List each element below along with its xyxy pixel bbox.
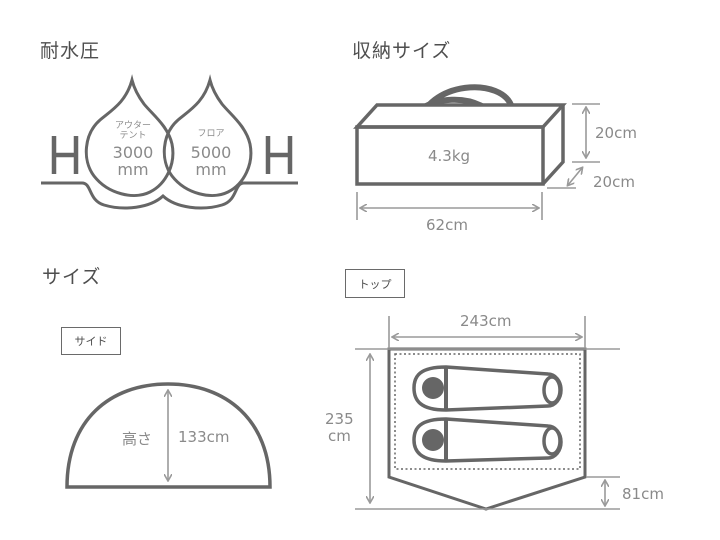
side-view-tag: サイド xyxy=(61,327,121,355)
water-drop-icon xyxy=(41,74,298,210)
sleeping-bag-icon xyxy=(412,365,563,412)
outer-tent-label-line1: アウター xyxy=(114,121,151,131)
tent-width-value: 243cm xyxy=(460,312,512,330)
size-title: サイズ xyxy=(42,266,102,288)
floor-label: フロア xyxy=(197,129,225,139)
storage-dimension-lines xyxy=(356,103,600,220)
water-resistance-title: 耐水圧 xyxy=(40,40,101,62)
bag-depth: 20cm xyxy=(593,173,635,191)
tent-depth-unit: cm xyxy=(328,427,351,445)
sleeping-bag-icon xyxy=(412,417,563,463)
vestibule-value: 81cm xyxy=(622,485,664,503)
floor-unit: mm xyxy=(195,160,227,179)
sleeper-head-icon xyxy=(422,377,444,399)
top-dimension-lines xyxy=(355,316,620,510)
outer-tent-unit: mm xyxy=(117,160,149,179)
h-letters xyxy=(51,136,293,174)
storage-bag-icon xyxy=(353,84,567,186)
outer-tent-value: 3000 xyxy=(112,143,154,162)
outer-tent-label: アウター テント xyxy=(108,121,158,141)
top-view-tag: トップ xyxy=(345,269,405,298)
outer-tent-label-line2: テント xyxy=(119,131,147,141)
bag-weight: 4.3kg xyxy=(428,147,471,165)
tent-side-view-icon xyxy=(65,382,272,489)
storage-size-title: 収納サイズ xyxy=(352,40,452,62)
height-value: 133cm xyxy=(178,428,230,446)
tent-depth-value: 235 xyxy=(325,410,354,428)
height-label: 高さ xyxy=(122,430,153,448)
sleeper-head-icon xyxy=(422,429,444,451)
bag-height: 20cm xyxy=(595,124,637,142)
floor-value: 5000 xyxy=(190,143,232,162)
bag-width: 62cm xyxy=(426,216,468,234)
